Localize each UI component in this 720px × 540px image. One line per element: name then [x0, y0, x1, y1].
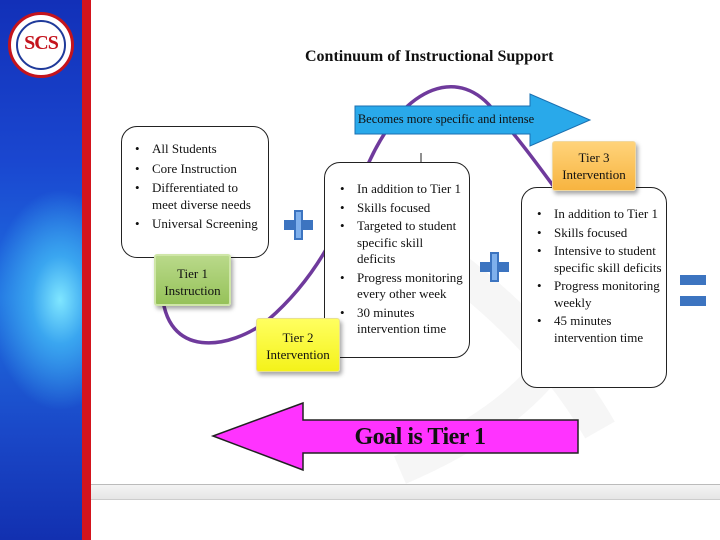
list-item: •All Students	[135, 141, 217, 156]
list-item: •In addition to Tier 1	[340, 181, 462, 196]
tier2-label-line2: Intervention	[266, 347, 330, 362]
tier1-label-line2: Instruction	[164, 283, 221, 298]
tier1-description-box: •All Students •Core Instruction •Differe…	[121, 126, 269, 258]
school-logo: SCS	[8, 12, 74, 78]
red-divider-bar	[82, 0, 91, 540]
tier3-label-line1: Tier 3	[578, 150, 610, 165]
list-item: •Intensive to student specific skill def…	[537, 243, 662, 275]
equals-icon	[680, 275, 706, 306]
list-item: •Universal Screening	[135, 216, 258, 231]
logo-monogram: SCS	[24, 32, 59, 54]
list-item: •Progress monitoring weekly	[537, 278, 660, 310]
list-item: •45 minutes intervention time	[537, 313, 644, 345]
specificity-arrow-label: Becomes more specific and intense	[357, 112, 535, 126]
tier2-description-box: •In addition to Tier 1 •Skills focused •…	[324, 162, 470, 358]
list-item: •Skills focused	[537, 224, 628, 240]
list-item: •Targeted to student specific skill defi…	[340, 218, 457, 266]
tier3-label-line2: Intervention	[562, 167, 626, 182]
diagram-title: Continuum of Instructional Support	[305, 48, 554, 65]
tier3-label: Tier 3 Intervention	[552, 141, 636, 191]
tier1-label-line1: Tier 1	[177, 266, 208, 281]
logo-ring	[16, 20, 66, 70]
tier3-description-box: •In addition to Tier 1 •Skills focused •…	[521, 187, 667, 388]
list-item: •30 minutes intervention time	[340, 304, 447, 337]
plus-icon	[480, 252, 509, 282]
list-item: •Progress monitoring every other week	[340, 269, 463, 302]
bottom-toolbar-strip	[91, 484, 720, 500]
sidebar-band: SCS	[0, 0, 82, 540]
list-item: •Core Instruction	[135, 160, 237, 176]
tier2-label-line1: Tier 2	[282, 330, 314, 345]
tier2-label: Tier 2 Intervention	[256, 318, 340, 372]
specificity-arrow	[354, 93, 592, 147]
tier1-label: Tier 1 Instruction	[154, 254, 231, 306]
plus-icon	[284, 210, 313, 240]
goal-arrow	[210, 401, 579, 472]
list-item: •Skills focused	[340, 199, 431, 215]
goal-arrow-label: Goal is Tier 1	[354, 424, 486, 450]
list-item: •In addition to Tier 1	[537, 206, 659, 221]
list-item: •Differentiated to meet diverse needs	[135, 180, 251, 212]
